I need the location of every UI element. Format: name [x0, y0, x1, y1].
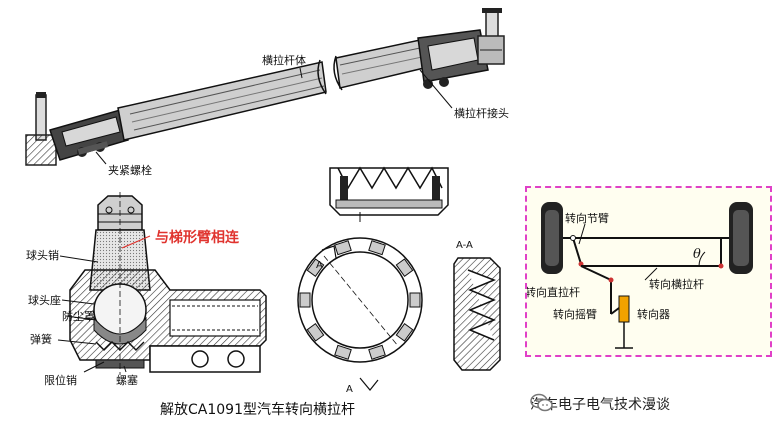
inset-label-pitman-arm: 转向摇臂	[553, 307, 597, 321]
inset-label-steering-gear: 转向器	[637, 307, 670, 321]
section-marker-top: A	[316, 260, 323, 271]
tie-rod-assembly: 横拉杆体 横拉杆接头 夹紧螺栓	[25, 8, 509, 177]
boot-views: A A A-A	[297, 166, 501, 395]
section-aa-label: A-A	[456, 240, 473, 251]
label-connect-trapezoid-arm: 与梯形臂相连	[155, 229, 240, 246]
inset-schematic: θ 转向节臂 转向横拉杆 转向直拉杆 转向摇臂 转向器	[527, 202, 753, 349]
ring-tooth	[368, 344, 386, 360]
ring-tooth	[368, 240, 386, 256]
label-tie-rod-body: 横拉杆体	[262, 53, 306, 67]
watermark-text: 汽车电子电气技术漫谈	[530, 397, 670, 413]
left-joint	[49, 109, 129, 161]
ring-tooth	[299, 292, 311, 308]
label-dust-cover: 防尘罩	[62, 309, 95, 323]
label-ball-pin: 球头销	[26, 248, 59, 262]
ring-tooth	[306, 323, 325, 342]
label-limit-pin: 限位销	[44, 373, 77, 387]
label-spring: 弹簧	[30, 332, 52, 346]
section-marker-bottom: A	[346, 384, 353, 395]
label-plug-screw: 螺塞	[116, 373, 138, 387]
angle-theta: θ	[693, 247, 701, 262]
inset-label-tie-rod: 转向横拉杆	[649, 277, 704, 291]
ring-tooth	[334, 344, 352, 360]
diagram-caption: 解放CA1091型汽车转向横拉杆	[160, 401, 355, 418]
inset-label-drag-link: 转向直拉杆	[527, 285, 580, 299]
left-ball-stud	[25, 92, 57, 166]
label-ball-seat: 球头座	[28, 293, 61, 307]
ring-tooth	[334, 240, 352, 256]
label-tie-rod-joint: 横拉杆接头	[454, 106, 509, 120]
tie-rod-tube-left	[117, 59, 327, 141]
tie-rod-tube-right	[333, 39, 425, 91]
steering-gear-box	[618, 295, 630, 323]
joint-cross-section: 与梯形臂相连 球头销 球头座 防尘罩 弹簧 限位销 螺塞	[26, 192, 267, 387]
ring-tooth	[395, 258, 414, 277]
inset-label-knuckle-arm: 转向节臂	[565, 211, 609, 225]
label-clamp-bolt: 夹紧螺栓	[108, 163, 152, 177]
watermark: 汽车电子电气技术漫谈	[530, 393, 670, 415]
ring-teeth	[299, 240, 421, 360]
ring-tooth	[306, 258, 325, 277]
wechat-icon	[530, 393, 553, 412]
right-ball-stud	[477, 8, 505, 65]
ring-tooth	[409, 292, 421, 308]
ring-tooth	[395, 323, 414, 342]
steering-linkage-inset: θ 转向节臂 转向横拉杆 转向直拉杆 转向摇臂 转向器	[525, 186, 772, 357]
